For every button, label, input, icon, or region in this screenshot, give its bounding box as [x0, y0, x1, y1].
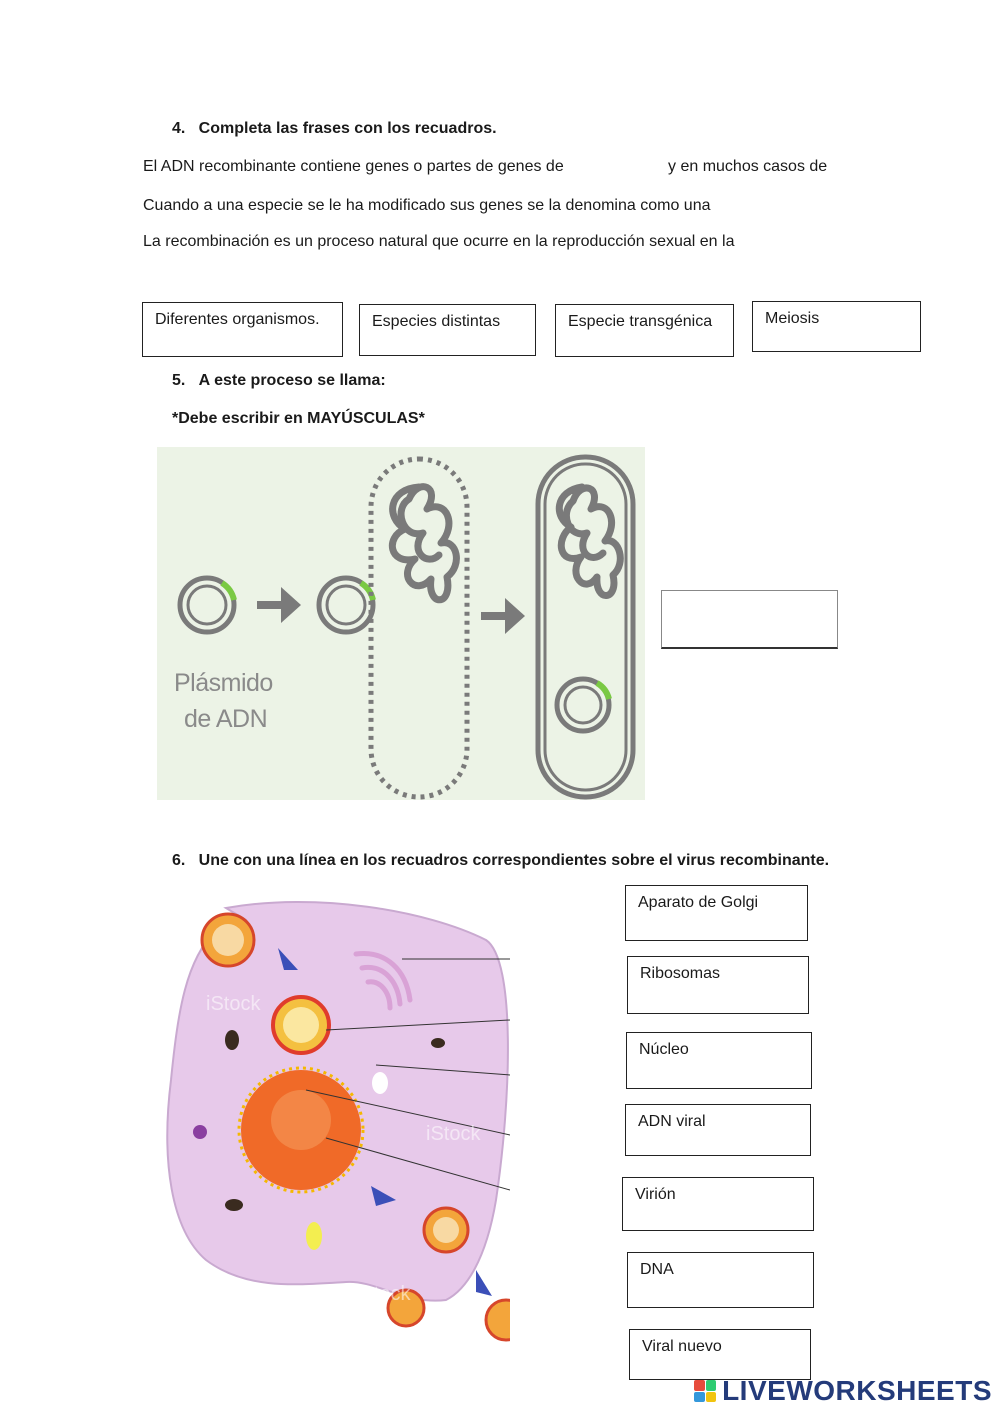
virus-cell-diagram: iStock iStock iStock: [166, 900, 510, 1360]
watermark-text: iStock: [356, 1283, 411, 1305]
label-text: Ribosomas: [640, 965, 721, 982]
question-4-heading: 4. Completa las frases con los recuadros…: [172, 120, 497, 137]
virus-cell-illustration: iStock iStock iStock: [166, 901, 510, 1342]
logo-text: LIVEWORKSHEETS: [722, 1375, 992, 1406]
plasmid-label-line2: de ADN: [184, 705, 268, 733]
liveworksheets-logo: LIVEWORKSHEETS: [694, 1375, 992, 1407]
label-viral-nuevo[interactable]: Viral nuevo: [629, 1329, 811, 1380]
sentence-2: Cuando a una especie se le ha modificado…: [143, 197, 711, 214]
plasmid-label-line1: Plásmido: [174, 669, 273, 697]
watermark-text: iStock: [206, 993, 261, 1015]
label-dna[interactable]: DNA: [627, 1252, 814, 1308]
chromosome-icon: [555, 483, 624, 599]
option-especies-distintas[interactable]: Especies distintas: [359, 304, 536, 356]
process-answer-input[interactable]: [661, 590, 838, 649]
blank-1[interactable]: [580, 156, 662, 178]
label-virion[interactable]: Virión: [622, 1177, 814, 1231]
question-6-heading: 6. Une con una línea en los recuadros co…: [172, 852, 830, 869]
label-text: Núcleo: [639, 1041, 689, 1058]
blank-4[interactable]: [766, 231, 946, 253]
option-meiosis[interactable]: Meiosis: [752, 301, 921, 352]
option-label: Meiosis: [765, 310, 820, 327]
virion: [422, 1206, 470, 1254]
chromosome-icon: [388, 483, 460, 604]
bacterium-outline: [368, 456, 470, 800]
plasmid-icon: [316, 575, 376, 635]
question-5-note: *Debe escribir en MAYÚSCULAS*: [172, 410, 425, 427]
label-text: ADN viral: [638, 1113, 706, 1130]
option-label: Especies distintas: [372, 313, 501, 330]
plasmid-icon: [177, 575, 237, 635]
virion: [386, 1288, 426, 1328]
label-text: Virión: [635, 1186, 676, 1203]
label-text: Viral nuevo: [642, 1338, 722, 1355]
transformation-illustration: [177, 454, 636, 800]
label-text: DNA: [640, 1261, 674, 1278]
label-text: Aparato de Golgi: [638, 894, 759, 911]
sentence-1-start: El ADN recombinante contiene genes o par…: [143, 158, 564, 175]
label-ribosomas[interactable]: Ribosomas: [627, 956, 809, 1014]
option-label: Diferentes organismos.: [155, 311, 320, 328]
transformed-bacterium: [535, 454, 636, 800]
plasmid-icon: [554, 676, 612, 734]
question-5-heading: 5. A este proceso se llama:: [172, 372, 386, 389]
option-especie-transgenica[interactable]: Especie transgénica: [555, 304, 734, 357]
label-adn-viral[interactable]: ADN viral: [625, 1104, 811, 1156]
arrow-right-icon: [257, 587, 301, 623]
sentence-3: La recombinación es un proceso natural q…: [143, 233, 735, 250]
golgi-apparatus: [353, 951, 413, 1011]
transformation-diagram: Plásmido de ADN: [157, 447, 645, 800]
arrow-right-icon: [481, 598, 525, 634]
virion: [200, 912, 256, 968]
watermark-text: iStock: [426, 1123, 481, 1145]
logo-icon: [694, 1380, 717, 1402]
label-nucleo[interactable]: Núcleo: [626, 1032, 812, 1089]
virion: [484, 1298, 510, 1342]
option-diferentes-organismos[interactable]: Diferentes organismos.: [142, 302, 343, 357]
sentence-1-end: y en muchos casos de: [668, 158, 828, 175]
blank-2[interactable]: [834, 156, 954, 178]
arrow-icon: [278, 948, 492, 1296]
option-label: Especie transgénica: [568, 313, 713, 330]
blank-3[interactable]: [730, 195, 930, 217]
label-aparato-de-golgi[interactable]: Aparato de Golgi: [625, 885, 808, 941]
